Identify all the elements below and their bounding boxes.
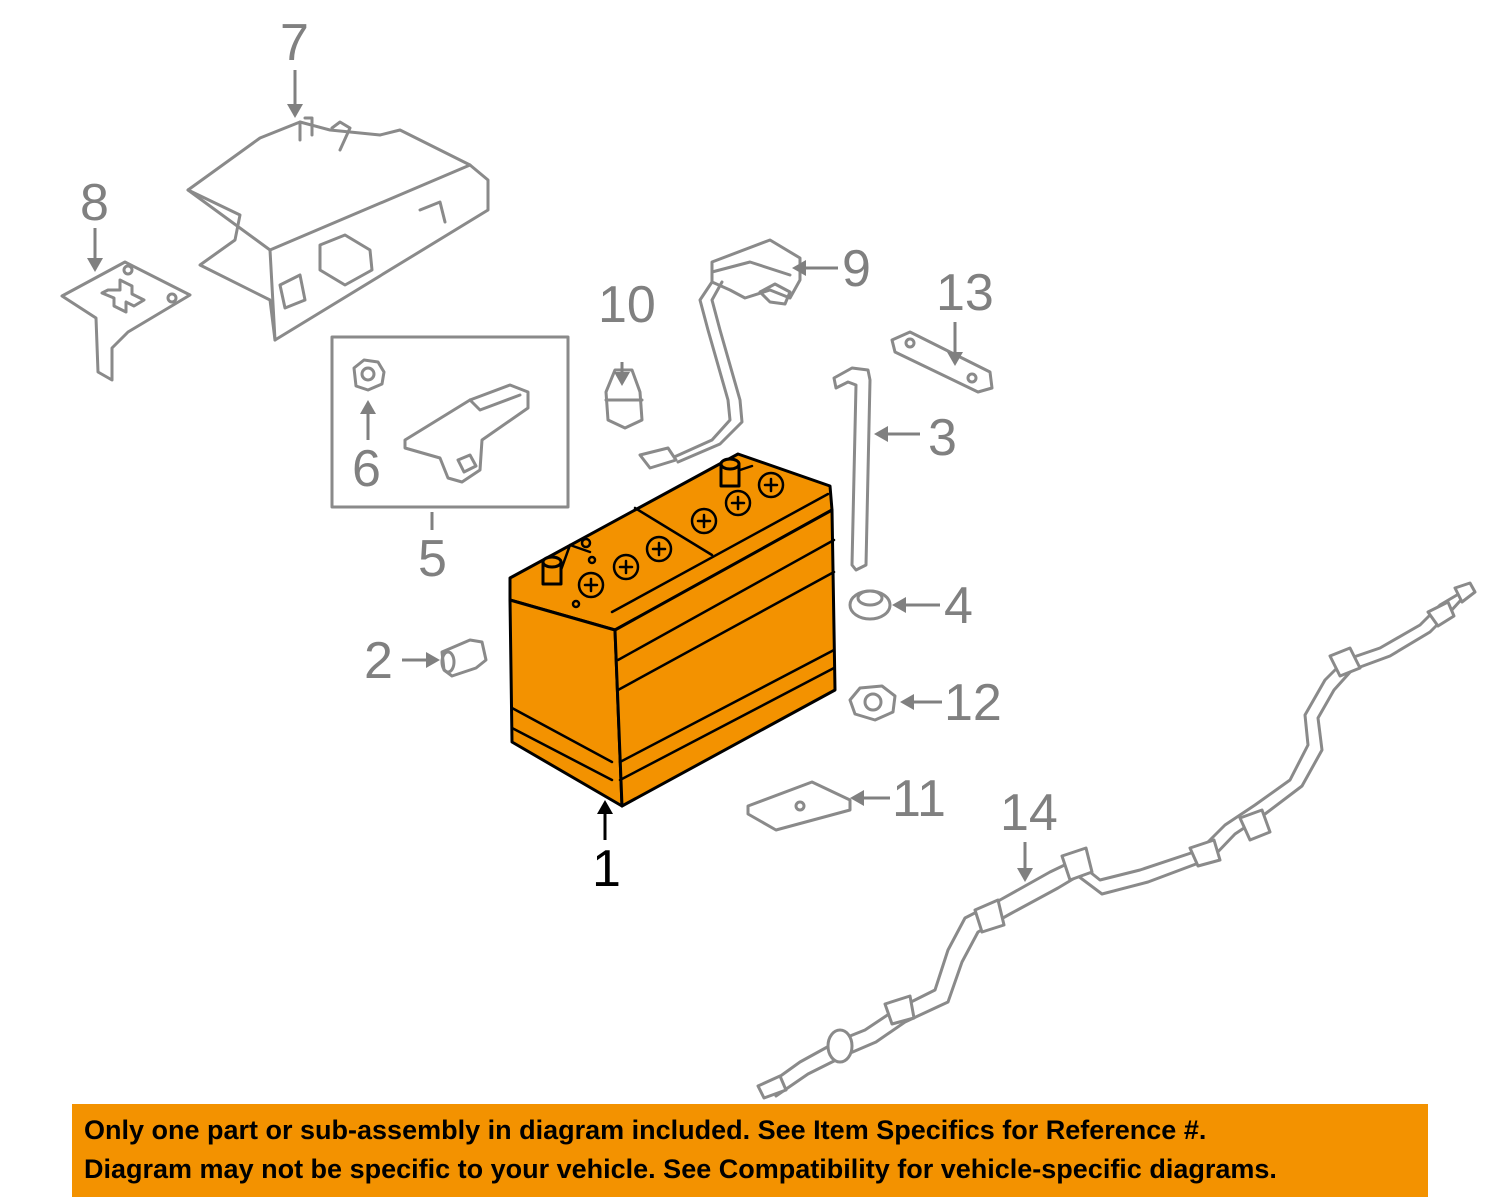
disclaimer-line-2: Diagram may not be specific to your vehi… [84, 1154, 1277, 1184]
part-11-plate [746, 780, 852, 832]
part-10-terminal-cap [604, 368, 644, 430]
callout-10: 10 [598, 276, 656, 334]
part-1-battery [508, 452, 837, 808]
callout-13: 13 [936, 264, 994, 322]
callout-2: 2 [364, 632, 393, 690]
part-13-hold-down-bracket [890, 330, 994, 394]
disclaimer-banner: Only one part or sub-assembly in diagram… [72, 1104, 1428, 1197]
callout-11: 11 [892, 770, 946, 828]
disclaimer-line-1: Only one part or sub-assembly in diagram… [84, 1115, 1207, 1145]
part-9-negative-cable [638, 238, 802, 470]
callout-labels: 7 8 9 10 13 3 6 5 4 2 12 11 14 1 [80, 14, 1058, 898]
part-4-nut [848, 589, 892, 621]
part-6-nut [352, 358, 386, 392]
callout-4: 4 [944, 577, 973, 635]
callout-12: 12 [944, 674, 1002, 732]
callout-6: 6 [352, 440, 381, 498]
part-5-clamp-assembly [330, 335, 570, 509]
part-3-hold-down-rod [832, 366, 872, 572]
part-2-bolt [440, 638, 488, 678]
callout-5: 5 [418, 530, 447, 588]
battery-cell-caps [577, 471, 785, 599]
callout-9: 9 [842, 240, 871, 298]
callout-14: 14 [1000, 784, 1058, 842]
callout-8: 8 [80, 174, 109, 232]
part-8-terminal-bracket [60, 260, 192, 382]
leader-lines [87, 70, 1033, 882]
part-14-cable [756, 581, 1477, 1100]
callout-1: 1 [592, 840, 621, 898]
part-7-battery-cover [186, 116, 490, 342]
part-12-flange-nut [848, 684, 897, 722]
callout-7: 7 [280, 14, 309, 72]
callout-3: 3 [928, 409, 957, 467]
